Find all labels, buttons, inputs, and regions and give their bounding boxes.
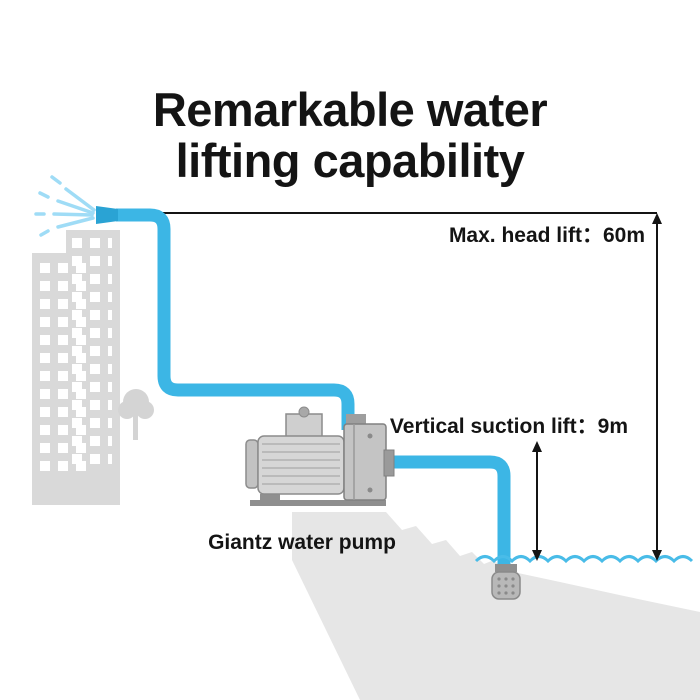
vertical-suction-lift-label: Vertical suction lift：9m	[390, 415, 628, 438]
buildings-silhouette	[32, 230, 120, 505]
suction-lift-arrow	[532, 441, 542, 561]
title-line-2: lifting capability	[175, 134, 525, 187]
water-line	[474, 555, 694, 564]
title-line-1: Remarkable water	[152, 83, 548, 136]
page-title: Remarkable water lifting capability	[0, 84, 700, 186]
strainer	[491, 564, 521, 600]
pump-illustration	[245, 406, 395, 506]
discharge-pipe	[116, 208, 355, 430]
max-head-lift-label: Max. head lift：60m	[449, 224, 645, 247]
ground-silhouette	[292, 512, 700, 700]
tree-silhouette	[118, 389, 154, 440]
spray-icon	[34, 175, 118, 237]
suction-pipe	[378, 455, 511, 566]
max-head-lift-arrow	[652, 213, 662, 561]
pump-caption: Giantz water pump	[208, 531, 396, 554]
